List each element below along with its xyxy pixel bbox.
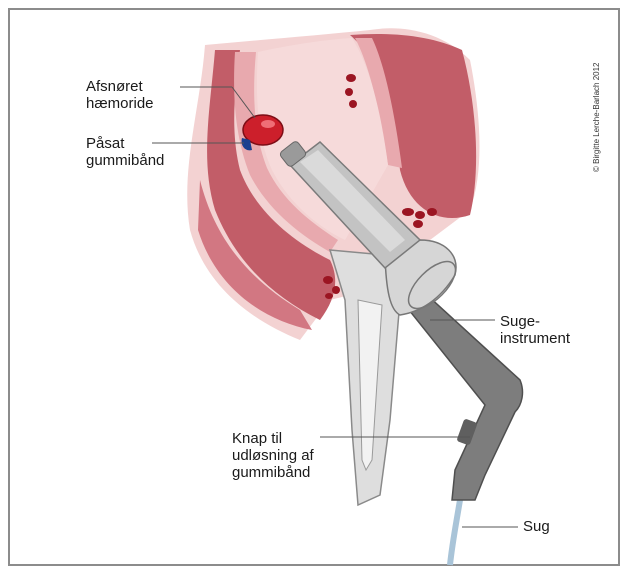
label-suction: Sug bbox=[523, 518, 550, 535]
copyright-text: © Birgitte Lerche-Barlach 2012 bbox=[592, 62, 601, 172]
suction-tube bbox=[450, 500, 460, 565]
label-applied-band: Påsat gummibånd bbox=[86, 135, 164, 169]
hemorrhoid-highlight bbox=[261, 120, 275, 128]
label-release-button: Knap til udløsning af gummibånd bbox=[232, 430, 314, 481]
label-suction-instrument: Suge- instrument bbox=[500, 313, 570, 347]
label-ligated-hemorrhoid: Afsnøret hæmoride bbox=[86, 78, 154, 112]
